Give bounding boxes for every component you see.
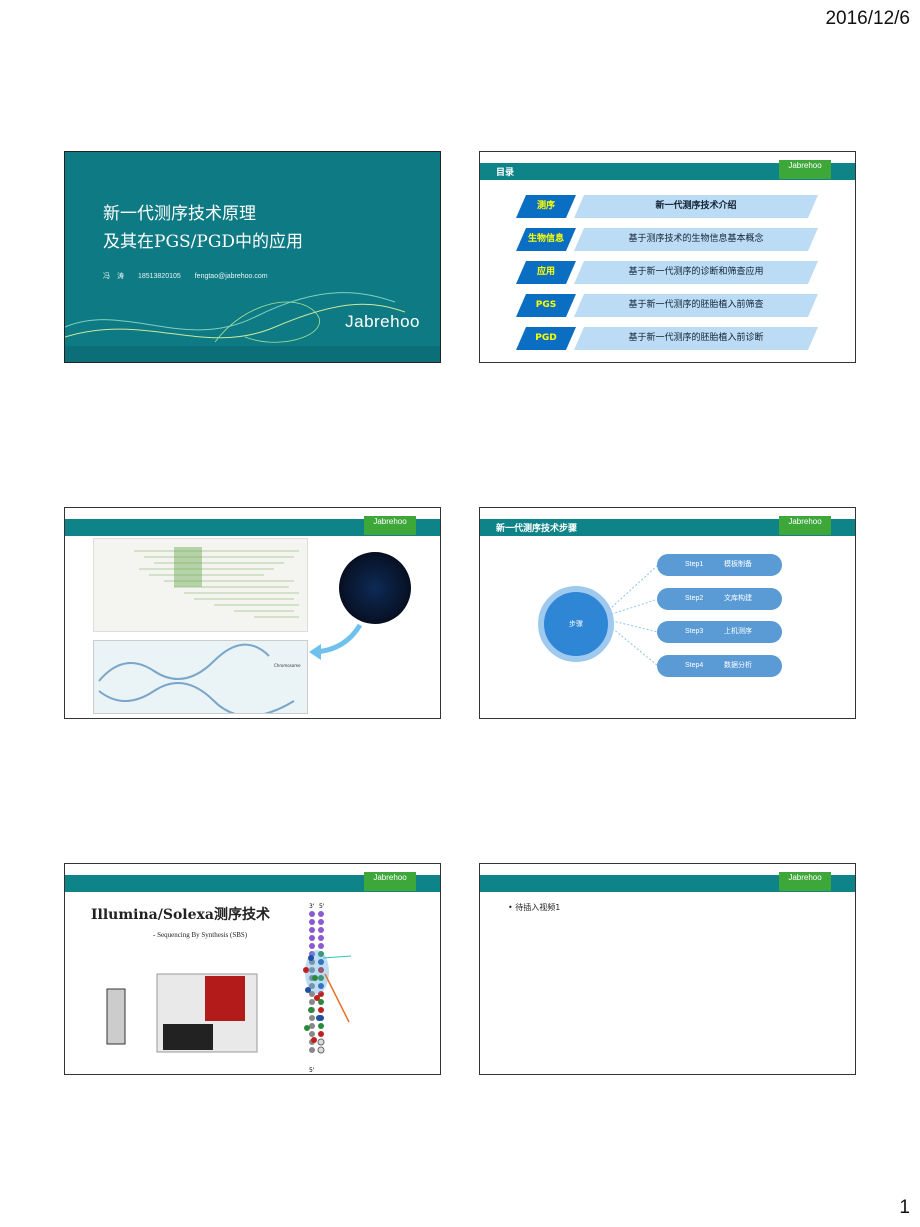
footer-bar: [65, 346, 440, 362]
toc-desc: 新一代测序技术介绍: [574, 195, 818, 218]
header-band: [480, 875, 855, 892]
toc-item[interactable]: 生物信息 基于测序技术的生物信息基本概念: [516, 228, 816, 251]
toc-item[interactable]: 测序 新一代测序技术介绍: [516, 195, 816, 218]
toc-tag: PGD: [516, 327, 576, 350]
company-logo: Jabrehoo: [345, 312, 420, 331]
toc-tag: 应用: [516, 261, 576, 284]
toc-tag: 测序: [516, 195, 576, 218]
slide-title[interactable]: 新一代测序技术原理 及其在PGS/PGD中的应用 冯 涛 18513820105…: [64, 151, 441, 363]
alignment-tracks: [134, 547, 299, 618]
print-date: 2016/12/6: [825, 8, 910, 29]
title-block: 新一代测序技术原理 及其在PGS/PGD中的应用: [103, 200, 303, 256]
sequencer-image: [106, 973, 258, 1053]
toc-desc: 基于测序技术的生物信息基本概念: [574, 228, 818, 251]
cell-nucleus-image: [339, 552, 411, 624]
header-band: [65, 875, 440, 892]
bullet-item: • 待插入视频1: [508, 903, 561, 912]
dna-helix-image: Chromosome: [93, 640, 308, 717]
logo-badge: Jabrehoo: [364, 872, 416, 891]
logo-badge: Jabrehoo: [364, 516, 416, 535]
illumina-subtitle: - Sequencing By Synthesis (SBS): [153, 931, 248, 939]
genome-browser-image: [93, 538, 308, 632]
illumina-title: Illumina/Solexa测序技术: [91, 907, 270, 923]
logo-badge: Jabrehoo: [779, 160, 831, 179]
steps-heading: 新一代测序技术步骤: [496, 524, 578, 534]
steps-hub: 步骤: [538, 586, 614, 662]
chromosome-label: Chromosome: [274, 663, 301, 668]
free-nucleotides: [303, 955, 322, 1043]
toc-desc: 基于新一代测序的胚胎植入前筛查: [574, 294, 818, 317]
author-email: fengtao@jabrehoo.com: [194, 273, 268, 280]
author-name: 冯 涛: [103, 273, 124, 280]
toc-tag: 生物信息: [516, 228, 576, 251]
arrow-icon: [309, 623, 363, 660]
toc-item[interactable]: 应用 基于新一代测序的诊断和筛查应用: [516, 261, 816, 284]
wave-decoration: [65, 292, 406, 343]
slide-genome[interactable]: Jabrehoo Chromosome: [64, 507, 441, 719]
label-5p-top: 5': [319, 903, 325, 910]
slide-video[interactable]: Jabrehoo • 待插入视频1: [479, 863, 856, 1075]
helix-drawing: Chromosome: [98, 643, 301, 717]
logo-badge: Jabrehoo: [779, 516, 831, 535]
author-phone: 18513820105: [137, 273, 181, 280]
toc-heading: 目录: [496, 168, 515, 178]
slide-toc[interactable]: 目录 Jabrehoo 测序 新一代测序技术介绍 生物信息 基于测序技术的生物信…: [479, 151, 856, 363]
header-band: [480, 519, 855, 536]
toc-tag: PGS: [516, 294, 576, 317]
label-3p: 3': [309, 903, 315, 910]
header-band: [480, 163, 855, 180]
toc-item[interactable]: PGD 基于新一代测序的胚胎植入前诊断: [516, 327, 816, 350]
header-band: [65, 519, 440, 536]
toc-item[interactable]: PGS 基于新一代测序的胚胎植入前筛查: [516, 294, 816, 317]
slide-illumina[interactable]: Jabrehoo Illumina/Solexa测序技术 - Sequencin…: [64, 863, 441, 1075]
logo-badge: Jabrehoo: [779, 872, 831, 891]
author-meta: 冯 涛 18513820105 fengtao@jabrehoo.com: [103, 271, 280, 281]
title-line-1: 新一代测序技术原理: [103, 204, 256, 224]
label-5p-bottom: 5': [309, 1067, 315, 1074]
toc-desc: 基于新一代测序的胚胎植入前诊断: [574, 327, 818, 350]
title-line-2: 及其在PGS/PGD中的应用: [103, 232, 304, 252]
page-number: 1: [899, 1197, 910, 1218]
toc-desc: 基于新一代测序的诊断和筛查应用: [574, 261, 818, 284]
